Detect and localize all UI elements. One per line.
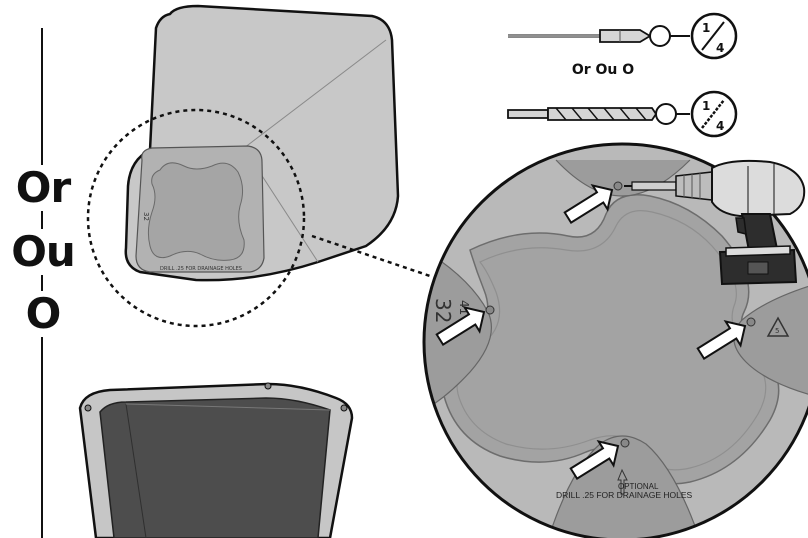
zoomed-circle-outline (422, 142, 808, 538)
mold-optional-text: OPTIONAL (618, 482, 659, 491)
twist-bit-icon (507, 103, 690, 125)
arrow-right (696, 320, 747, 361)
magnify-source-circle (86, 108, 306, 328)
power-drill-icon (624, 159, 806, 286)
svg-text:5: 5 (775, 327, 779, 335)
svg-text:32: 32 (142, 212, 150, 221)
twist-size-numerator: 1 (702, 99, 710, 113)
arrow-left (435, 306, 486, 347)
side-label-or: Or (0, 165, 86, 211)
planter-upright (78, 382, 354, 538)
side-label-o: O (0, 291, 86, 337)
mold-number-a: 32 (431, 298, 455, 323)
svg-text:DRILL .25 FOR DRAINAGE HOLES: DRILL .25 FOR DRAINAGE HOLES (160, 266, 242, 272)
planter-upside-down: 32 DRILL .25 FOR DRAINAGE HOLES (124, 4, 400, 282)
recycle-icon: 5 (766, 316, 790, 337)
zoomed-base-view: 32 41 OPTIONAL DRILL .25 FOR DRAINAGE HO… (424, 144, 808, 538)
size-badge-twist: 1 4 (690, 90, 738, 138)
spade-size-numerator: 1 (702, 21, 710, 35)
spade-size-denominator: 4 (716, 41, 724, 55)
side-label-ou: Ou (0, 229, 86, 275)
bit-separator-caption: Or Ou O (571, 62, 635, 78)
mold-drill-note: DRILL .25 FOR DRAINAGE HOLES (556, 490, 693, 500)
arrow-bottom (569, 440, 620, 481)
arrow-top (563, 184, 614, 225)
size-badge-spade: 1 4 (690, 12, 738, 60)
twist-size-denominator: 4 (716, 119, 724, 133)
spade-bit-icon (508, 25, 690, 47)
